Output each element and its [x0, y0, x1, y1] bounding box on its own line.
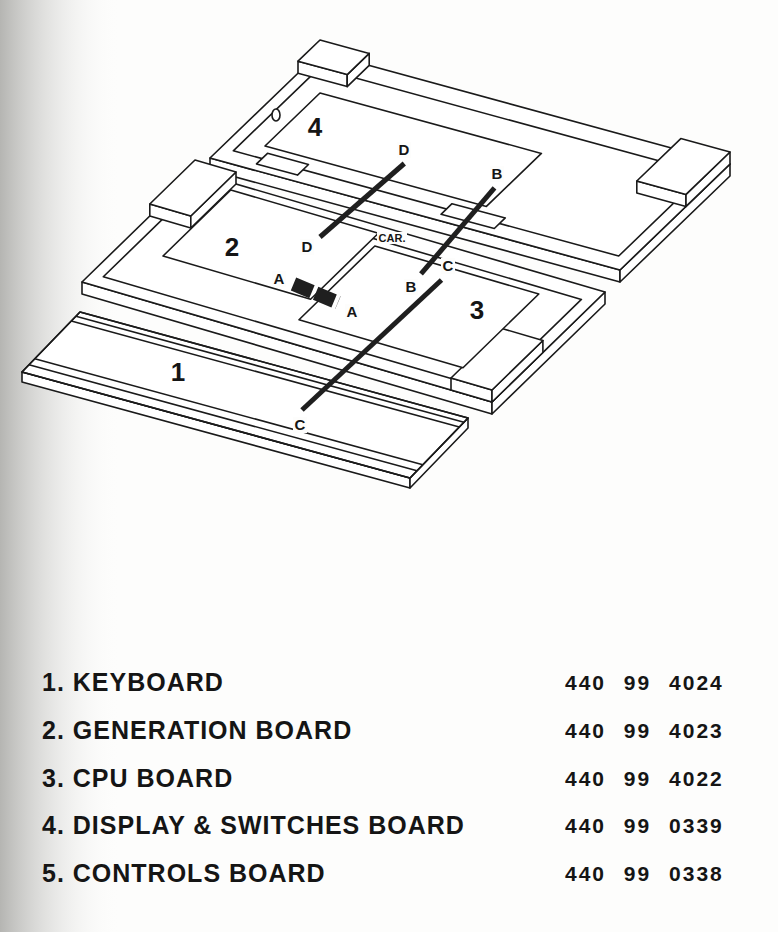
- cpu-board: 3: [297, 244, 541, 370]
- part-name: 1. KEYBOARD: [42, 669, 224, 697]
- board-outline: [297, 244, 541, 370]
- part-name: 4. DISPLAY & SWITCHES BOARD: [42, 812, 465, 840]
- cable-letter: D: [397, 142, 412, 159]
- cable-letter: B: [490, 166, 505, 183]
- end-block: [298, 40, 369, 75]
- cable-letter: D: [300, 239, 315, 256]
- cable-letter: C: [293, 417, 308, 434]
- keyboard: 1: [20, 310, 470, 480]
- cable-letter: A: [272, 271, 287, 288]
- board-number: 2: [225, 233, 239, 262]
- part-number: 440 99 4023: [565, 719, 724, 742]
- board-panel: [299, 246, 539, 368]
- part-name: 5. CONTROLS BOARD: [42, 860, 326, 888]
- part-name: 3. CPU BOARD: [42, 765, 233, 793]
- frame-slot: [257, 153, 309, 175]
- cable-letter: C: [441, 258, 456, 275]
- part-number: 440 99 0339: [565, 814, 724, 837]
- part-number: 440 99 4024: [565, 671, 724, 694]
- board-number: 1: [171, 358, 185, 387]
- cable-letter: B: [404, 279, 419, 296]
- end-block: [637, 139, 730, 195]
- board-outline: [20, 310, 470, 480]
- ribbon-cable: [320, 163, 404, 237]
- connector-label: CAR.: [377, 232, 408, 244]
- board-panel: [22, 312, 468, 478]
- rail-ridge: [35, 359, 423, 465]
- rail-ridge: [29, 365, 417, 471]
- generation-board: 2: [161, 188, 380, 301]
- cable-letter: A: [345, 304, 360, 321]
- mount-hole: [272, 109, 280, 121]
- board-number: 4: [308, 113, 322, 142]
- ribbon-cable: [421, 188, 495, 274]
- part-name: 2. GENERATION BOARD: [42, 717, 352, 745]
- part-number: 440 99 0338: [565, 862, 724, 885]
- part-number: 440 99 4022: [565, 767, 724, 790]
- board-panel: [265, 93, 541, 206]
- board-number: 3: [470, 296, 484, 325]
- board-outline: [161, 188, 380, 301]
